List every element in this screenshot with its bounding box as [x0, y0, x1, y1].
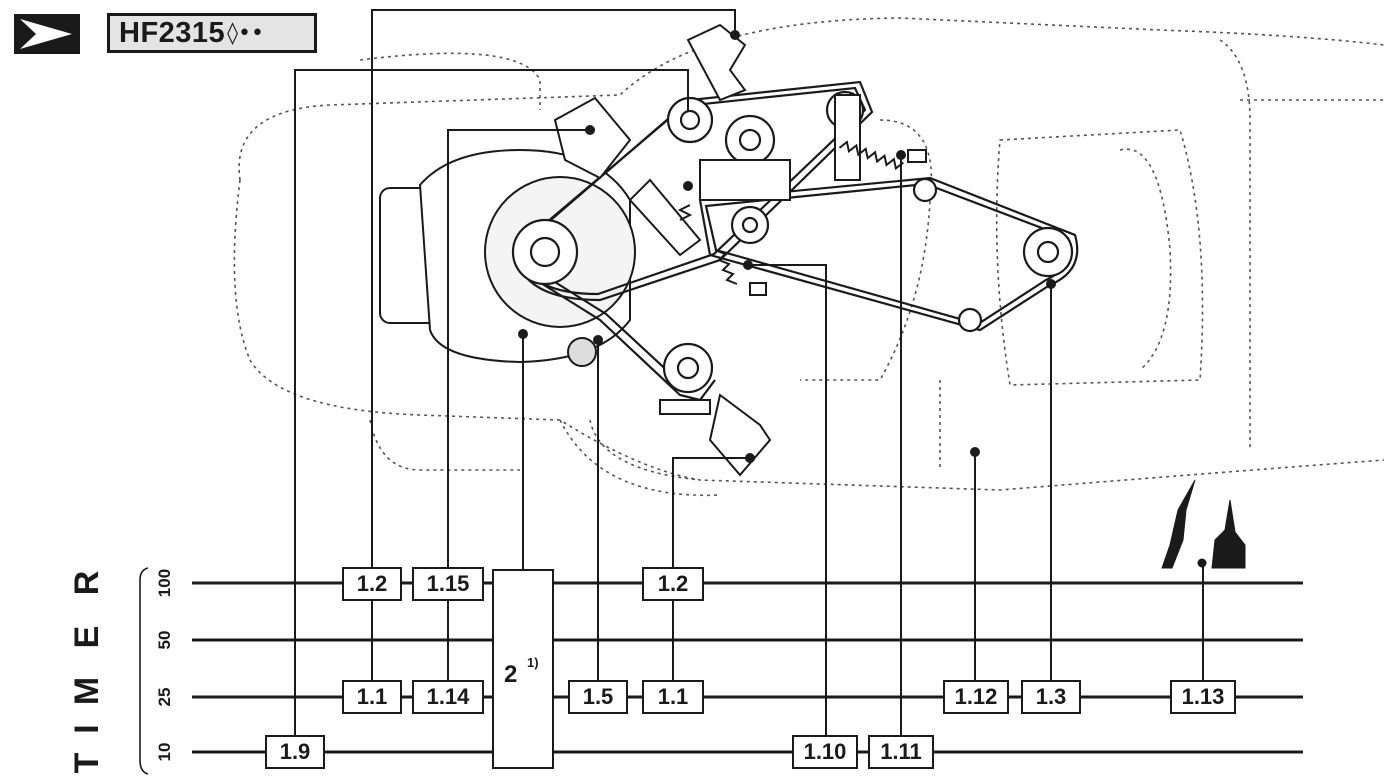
timer-letter-i: I — [68, 724, 106, 734]
model-code: HF2315 — [119, 16, 226, 49]
label-25-7: 1.13 — [1170, 680, 1236, 714]
timer-rails — [192, 581, 1303, 754]
label-spanning-2: 2 1) — [492, 569, 554, 769]
label-25-5: 1.12 — [943, 680, 1009, 714]
tick-10: 10 — [155, 742, 174, 762]
timer-letter-e: E — [68, 625, 106, 649]
tool-icon — [1161, 479, 1246, 569]
axis-brace — [139, 567, 149, 775]
timer-letter-r: R — [68, 570, 106, 596]
tick-50: 50 — [155, 630, 174, 650]
spanning-main: 2 — [504, 661, 518, 688]
timer-axis-title: R E M I T — [68, 562, 106, 780]
label-10-3: 1.11 — [868, 735, 934, 769]
arrow-logo-icon — [14, 14, 80, 54]
model-symbols: ◊•• — [227, 20, 264, 46]
timer-letter-m: M — [68, 676, 106, 706]
engine — [379, 148, 636, 367]
label-100-2: 1.15 — [412, 567, 484, 601]
leader-lines — [294, 9, 1204, 740]
label-25-1: 1.1 — [342, 680, 402, 714]
label-10-2: 1.10 — [792, 735, 858, 769]
tick-100: 100 — [155, 568, 174, 598]
model-code-box: HF2315 ◊•• — [107, 13, 317, 53]
tick-25: 25 — [155, 687, 174, 707]
label-25-4: 1.1 — [642, 680, 704, 714]
label-100-1: 1.2 — [342, 567, 402, 601]
spanning-footnote: 1) — [527, 655, 539, 670]
leader-dots — [518, 30, 1056, 463]
chassis-outline — [233, 17, 1384, 497]
label-25-2: 1.14 — [412, 680, 484, 714]
brackets — [553, 23, 861, 477]
label-100-3: 1.2 — [642, 567, 704, 601]
label-25-6: 1.3 — [1021, 680, 1081, 714]
label-25-3: 1.5 — [568, 680, 628, 714]
label-10-1: 1.9 — [265, 735, 325, 769]
springs — [677, 140, 927, 296]
timer-letter-t: T — [68, 752, 106, 774]
